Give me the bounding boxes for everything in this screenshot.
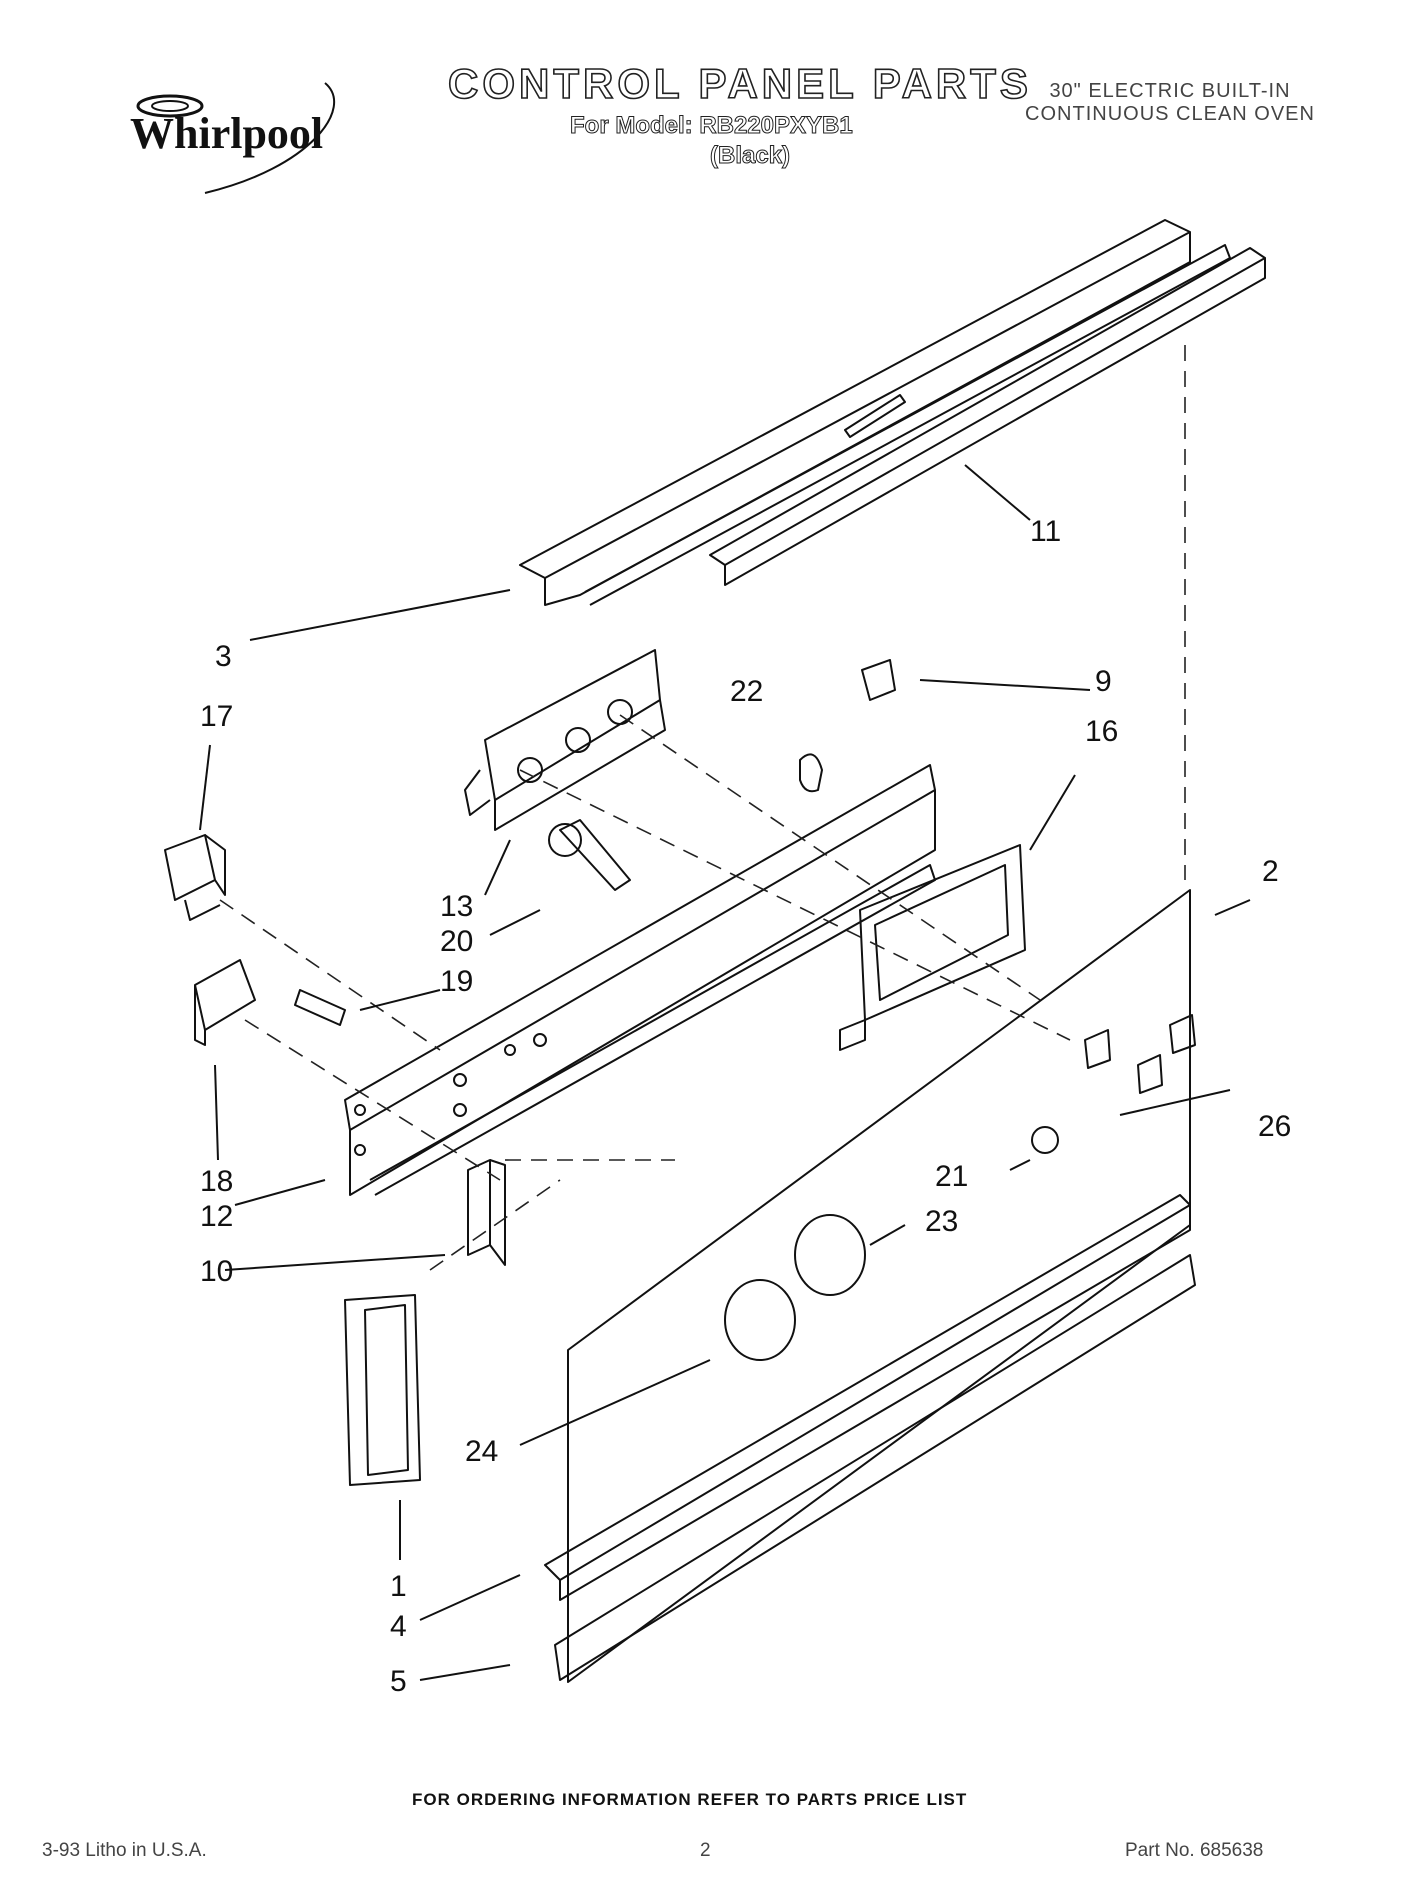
small-knob bbox=[1031, 1126, 1059, 1154]
relay-switch bbox=[194, 959, 256, 1031]
control-panel-glass bbox=[567, 889, 1191, 1683]
panel-bracket bbox=[344, 764, 936, 1131]
callout-23: 23 bbox=[925, 1205, 959, 1238]
callout-24: 24 bbox=[465, 1435, 499, 1468]
model-line: For Model: RB220PXYB1 bbox=[570, 112, 854, 140]
whirlpool-logo: Whirlpool bbox=[110, 78, 360, 198]
callout-13: 13 bbox=[440, 890, 474, 923]
callout-16: 16 bbox=[1085, 715, 1119, 748]
page-title: CONTROL PANEL PARTS bbox=[447, 59, 1032, 108]
callout-18: 18 bbox=[200, 1165, 234, 1198]
callout-21: 21 bbox=[935, 1160, 969, 1193]
callout-1: 1 bbox=[390, 1570, 407, 1603]
callout-10: 10 bbox=[200, 1255, 234, 1288]
display-frame bbox=[859, 844, 1026, 1021]
page-number: 2 bbox=[700, 1840, 711, 1861]
part-number: Part No. 685638 bbox=[1125, 1840, 1264, 1861]
product-description: 30" ELECTRIC BUILT-IN CONTINUOUS CLEAN O… bbox=[1000, 80, 1340, 126]
callout-19: 19 bbox=[440, 965, 474, 998]
callout-22: 22 bbox=[730, 675, 764, 708]
callout-11: 11 bbox=[1030, 515, 1062, 548]
mounting-bracket bbox=[467, 1159, 491, 1256]
color-line: (Black) bbox=[709, 142, 791, 170]
bottom-trim-4 bbox=[544, 1194, 1191, 1581]
litho-note: 3-93 Litho in U.S.A. bbox=[42, 1840, 207, 1861]
brand-logo-text: Whirlpool bbox=[130, 109, 324, 158]
push-button bbox=[1169, 1014, 1196, 1054]
bottom-trim-5 bbox=[554, 1254, 1196, 1681]
logo-swirl-icon bbox=[136, 82, 336, 194]
callout-20: 20 bbox=[440, 925, 474, 958]
callout-17: 17 bbox=[200, 700, 234, 733]
push-button bbox=[1084, 1029, 1111, 1069]
sensor-probe bbox=[294, 989, 346, 1026]
callout-3: 3 bbox=[215, 640, 232, 673]
oven-knob-24 bbox=[724, 1279, 796, 1361]
callout-5: 5 bbox=[390, 1665, 407, 1698]
callout-2: 2 bbox=[1262, 855, 1279, 888]
callout-9: 9 bbox=[1095, 665, 1112, 698]
top-trim-strip bbox=[709, 247, 1266, 586]
callout-12: 12 bbox=[200, 1200, 234, 1233]
display-window bbox=[344, 1294, 421, 1486]
switch-bracket bbox=[484, 649, 661, 801]
retaining-clip bbox=[799, 753, 823, 793]
knob-insert bbox=[861, 659, 896, 701]
top-trim-rail bbox=[519, 219, 1191, 579]
product-line-1: 30" ELECTRIC BUILT-IN bbox=[1049, 80, 1291, 102]
oven-knob-23 bbox=[794, 1214, 866, 1296]
ordering-note: FOR ORDERING INFORMATION REFER TO PARTS … bbox=[412, 1790, 968, 1809]
selector-switch bbox=[164, 834, 216, 901]
callout-4: 4 bbox=[390, 1610, 407, 1643]
push-button bbox=[1137, 1054, 1163, 1094]
callout-26: 26 bbox=[1258, 1110, 1292, 1143]
thermostat bbox=[559, 819, 631, 891]
product-line-2: CONTINUOUS CLEAN OVEN bbox=[1025, 103, 1315, 125]
